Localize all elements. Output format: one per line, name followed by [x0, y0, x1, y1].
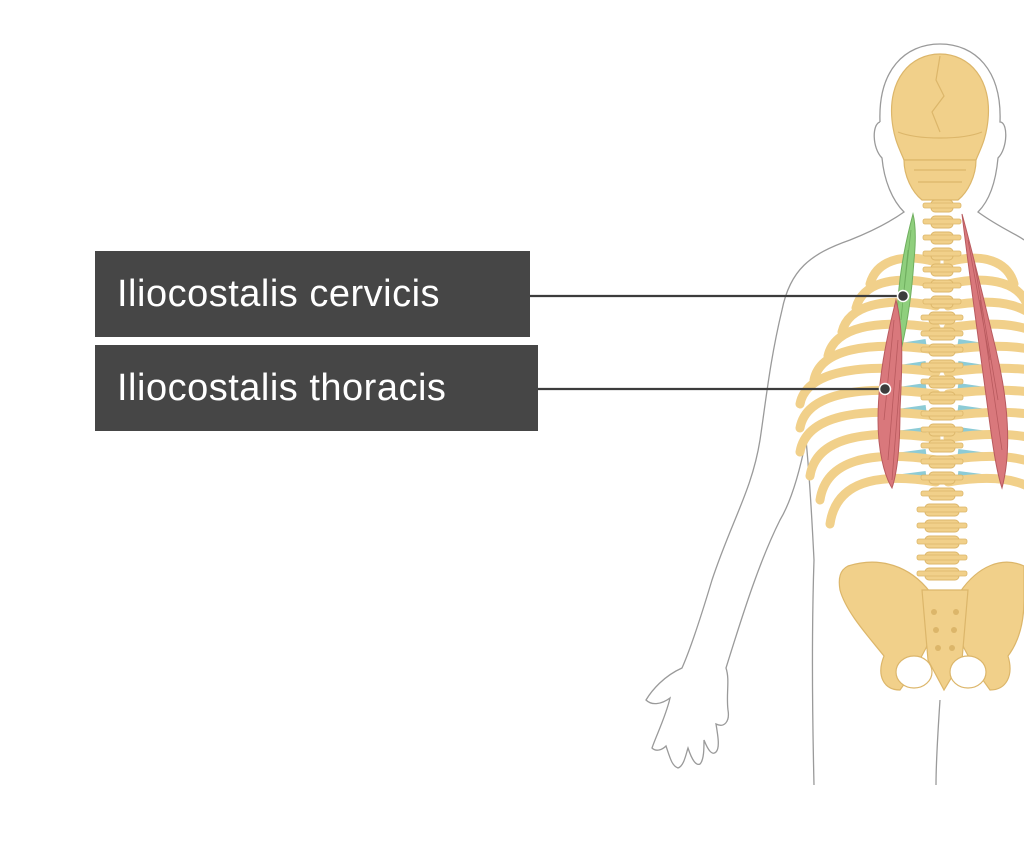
rib-left: [795, 385, 941, 433]
rib-right: [943, 363, 1024, 377]
rib-left: [795, 407, 941, 457]
transverse-process: [916, 522, 968, 529]
transverse-process: [916, 570, 968, 577]
leader-lines: [530, 289, 910, 396]
body-outline: [645, 43, 1024, 786]
transverse-process: [920, 426, 964, 433]
vertebral-column: [916, 199, 968, 581]
transverse-process: [922, 266, 962, 273]
rib-right: [943, 407, 1024, 421]
rib-left: [815, 451, 941, 505]
rib-right: [943, 297, 1024, 316]
label-text-thoracis: Iliocostalis thoracis: [117, 367, 447, 409]
transverse-process: [922, 298, 962, 305]
skull: [890, 53, 990, 201]
rib-right: [943, 451, 1024, 465]
transverse-process: [922, 250, 962, 257]
pointer-dot-thoracis: [878, 382, 892, 396]
transverse-process: [920, 378, 964, 385]
transverse-process: [920, 346, 964, 353]
transverse-process: [922, 218, 962, 225]
transverse-process: [922, 282, 962, 289]
rib-left: [809, 341, 941, 385]
rib-left: [805, 429, 941, 481]
rib-left: [795, 363, 941, 409]
rib-right: [943, 473, 1024, 490]
pointer-dot-cervicis: [896, 289, 910, 303]
rib-left: [837, 297, 941, 337]
label-text-cervicis: Iliocostalis cervicis: [117, 273, 441, 315]
rib-left: [865, 253, 941, 289]
rib-right: [943, 253, 1019, 289]
transverse-process: [920, 330, 964, 337]
pelvis: [838, 561, 1024, 692]
transverse-process: [920, 458, 964, 465]
rib-right: [943, 319, 1024, 333]
rib-right: [943, 429, 1024, 443]
transverse-process: [920, 394, 964, 401]
transverse-process: [922, 234, 962, 241]
transverse-process: [920, 490, 964, 497]
transverse-process: [920, 442, 964, 449]
transverse-process: [920, 314, 964, 321]
transverse-process: [916, 538, 968, 545]
label-iliocostalis-cervicis: Iliocostalis cervicis: [95, 251, 530, 337]
transverse-process: [922, 202, 962, 209]
transverse-process: [916, 506, 968, 513]
rib-right: [943, 385, 1024, 399]
rib-left: [823, 319, 941, 361]
rib-right: [943, 275, 1024, 311]
transverse-process: [916, 554, 968, 561]
iliocostalis-thoracis-muscle: [877, 213, 1009, 490]
rib-right: [943, 341, 1024, 355]
transverse-process: [920, 474, 964, 481]
label-iliocostalis-thoracis: Iliocostalis thoracis: [95, 345, 538, 431]
rib-left: [825, 473, 941, 529]
transverse-process: [920, 362, 964, 369]
transverse-process: [920, 410, 964, 417]
rib-left: [851, 275, 941, 313]
